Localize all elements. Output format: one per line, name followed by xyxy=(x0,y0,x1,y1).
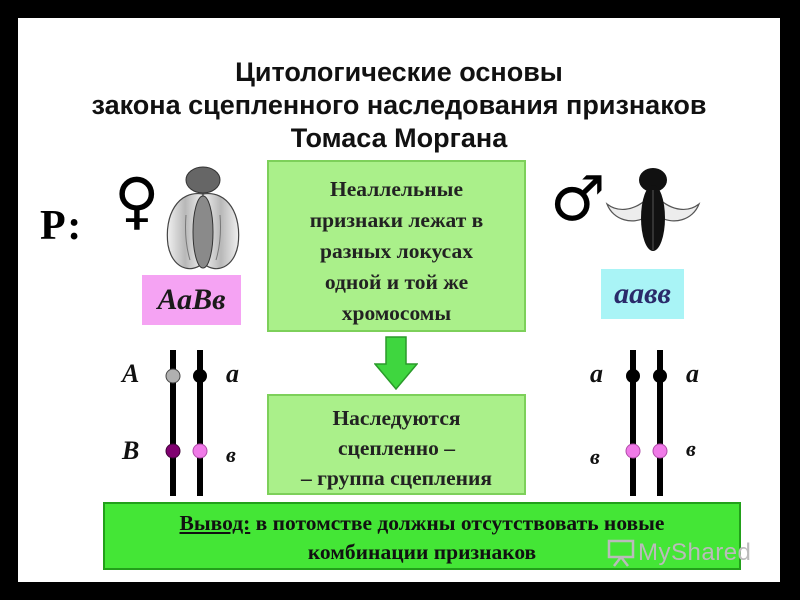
statement-line: разных локусах xyxy=(320,239,473,263)
slide-frame: Цитологические основы закона сцепленного… xyxy=(18,18,780,582)
statement-line: хромосомы xyxy=(341,301,452,325)
presentation-board-icon xyxy=(607,539,635,567)
female-fly-icon xyxy=(166,166,240,270)
statement-line: одной и той же xyxy=(324,270,469,294)
conclusion-line-2: комбинации признаков xyxy=(307,540,537,564)
male-fly-icon xyxy=(605,168,701,251)
allele-label: А xyxy=(122,359,140,388)
allele-dot xyxy=(192,443,208,459)
allele-label: в xyxy=(590,444,600,469)
allele-label: а xyxy=(686,359,699,388)
result-line: – группа сцепления xyxy=(300,466,493,490)
allele-label: В xyxy=(122,436,140,465)
statement-box: Неаллельные признаки лежат в разных локу… xyxy=(267,160,526,332)
male-chromosome-pair xyxy=(625,350,668,496)
female-symbol-icon: ♀ xyxy=(114,164,160,237)
allele-label: а xyxy=(226,359,239,388)
parents-label: Р: xyxy=(40,203,82,249)
conclusion-line-1: Вывод: в потомстве должны отсутствовать … xyxy=(105,509,739,538)
allele-label: в xyxy=(226,442,236,467)
title-line-2: закона сцепленного наследования признако… xyxy=(91,90,707,120)
allele-dot xyxy=(653,369,667,383)
allele-dot xyxy=(652,443,668,459)
male-symbol-icon: ♂ xyxy=(550,162,606,235)
watermark-text: MyShared xyxy=(638,539,752,566)
conclusion-label: Вывод: xyxy=(179,511,251,535)
allele-dot xyxy=(625,443,641,459)
allele-label: а xyxy=(590,359,603,388)
allele-dot xyxy=(626,369,640,383)
result-box: Наследуются сцепленно – – группа сцеплен… xyxy=(267,394,526,495)
conclusion-text: в потомстве должны отсутствовать новые xyxy=(250,511,665,535)
statement-line: Неаллельные xyxy=(329,177,464,201)
title-line-3: Томаса Моргана xyxy=(290,123,508,153)
conclusion-box: Вывод: в потомстве должны отсутствовать … xyxy=(103,502,741,570)
result-line: сцепленно – xyxy=(337,436,456,460)
statement-line: признаки лежат в xyxy=(309,208,484,232)
male-genotype: аавв xyxy=(601,269,684,319)
female-chromosome-pair xyxy=(165,350,208,496)
allele-dot xyxy=(193,369,207,383)
female-genotype: АаВв xyxy=(142,275,241,325)
allele-dot xyxy=(165,443,181,459)
slide-title: Цитологические основы закона сцепленного… xyxy=(18,56,780,155)
allele-label: в xyxy=(686,436,696,461)
down-arrow-icon xyxy=(374,336,418,390)
title-line-1: Цитологические основы xyxy=(235,57,563,87)
allele-dot xyxy=(165,368,181,384)
result-line: Наследуются xyxy=(332,406,461,430)
